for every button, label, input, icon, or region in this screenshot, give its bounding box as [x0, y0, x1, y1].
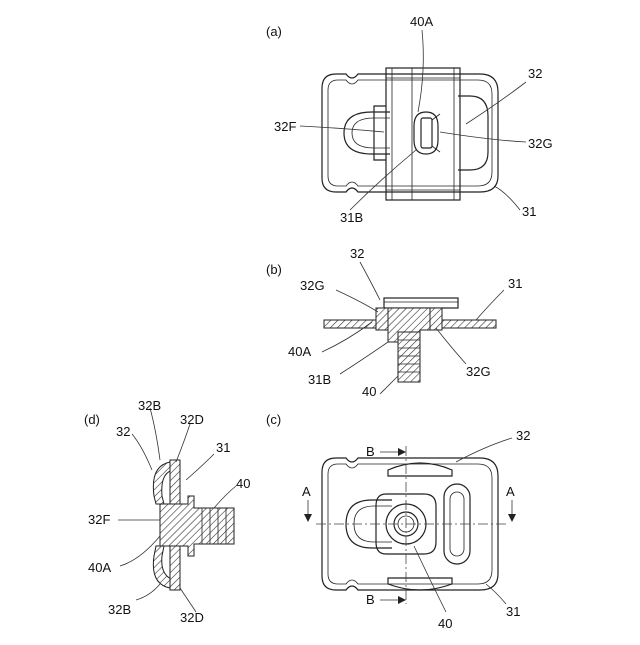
panel-a: (a) — [266, 14, 553, 225]
label-40A: 40A — [88, 560, 111, 575]
label-32B: 32B — [138, 398, 161, 413]
panel-b: (b) 32 32G 31 40A 31B 40 — [266, 246, 522, 399]
label-32: 32 — [516, 428, 530, 443]
label-31: 31 — [506, 604, 520, 619]
panel-a-clip-frame — [322, 74, 498, 192]
panel-b-stud-40 — [388, 308, 430, 382]
label-32F: 32F — [88, 512, 110, 527]
panel-c-tag: (c) — [266, 412, 281, 427]
label-32G: 32G — [528, 136, 553, 151]
label-40: 40 — [236, 476, 250, 491]
panel-c: (c) — [266, 412, 530, 631]
label-32B: 32B — [108, 602, 131, 617]
label-A: A — [506, 484, 515, 499]
panel-b-tag: (b) — [266, 262, 282, 277]
label-40: 40 — [362, 384, 376, 399]
label-31B: 31B — [308, 372, 331, 387]
panel-a-tag: (a) — [266, 24, 282, 39]
label-40A: 40A — [288, 344, 311, 359]
label-32D: 32D — [180, 412, 204, 427]
panel-d-tag: (d) — [84, 412, 100, 427]
label-32D: 32D — [180, 610, 204, 625]
label-B: B — [366, 592, 375, 607]
label-31: 31 — [216, 440, 230, 455]
label-A: A — [302, 484, 311, 499]
label-32F: 32F — [274, 119, 296, 134]
panel-a-retainer-32 — [374, 68, 460, 200]
label-32: 32 — [528, 66, 542, 81]
label-32: 32 — [350, 246, 364, 261]
label-40: 40 — [438, 616, 452, 631]
label-32G: 32G — [466, 364, 491, 379]
label-31: 31 — [508, 276, 522, 291]
label-40A: 40A — [410, 14, 433, 29]
panel-d: (d) 32B 32 32D 31 40 32F 40A — [84, 398, 250, 625]
label-B: B — [366, 444, 375, 459]
label-32: 32 — [116, 424, 130, 439]
label-32G: 32G — [300, 278, 325, 293]
label-31: 31 — [522, 204, 536, 219]
panel-c-section-lines — [304, 446, 516, 604]
label-31B: 31B — [340, 210, 363, 225]
